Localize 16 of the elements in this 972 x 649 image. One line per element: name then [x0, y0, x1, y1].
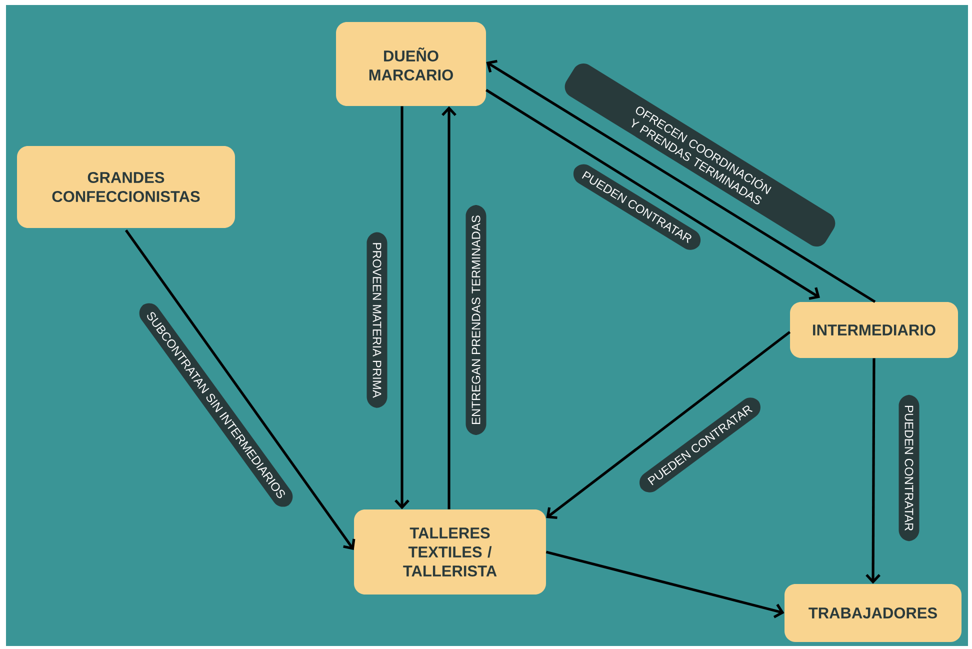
edge-label: PUEDEN CONTRATAR — [898, 394, 920, 542]
entity-box: TRABAJADORES — [784, 584, 962, 642]
arrow — [546, 330, 791, 520]
entity-box: INTERMEDIARIO — [790, 302, 958, 358]
arrow — [486, 88, 820, 300]
arrow — [442, 106, 456, 510]
entity-box: DUEÑO MARCARIO — [336, 22, 486, 106]
arrow — [124, 229, 356, 550]
entity-box: GRANDES CONFECCIONISTAS — [17, 146, 235, 228]
arrow — [486, 60, 876, 303]
arrow — [866, 358, 880, 584]
entity-box: TALLERES TEXTILES / TALLERISTA — [354, 510, 546, 594]
arrow — [394, 106, 410, 510]
edge-label: ENTREGAN PRENDAS TERMINADAS — [466, 205, 486, 436]
edge-label: PROVEEN MATERIA PRIMA — [366, 232, 388, 408]
arrow — [546, 550, 784, 618]
